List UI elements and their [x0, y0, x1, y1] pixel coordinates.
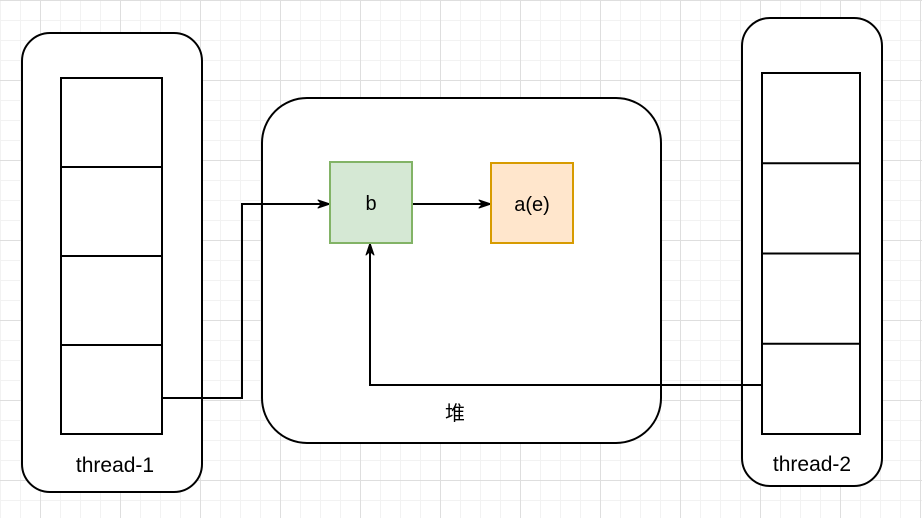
node-b-label: b: [365, 193, 376, 215]
thread-2-stack: [761, 72, 861, 435]
thread-2-label: thread-2: [773, 453, 851, 476]
heap-rounded-box: [261, 97, 662, 444]
thread-1-label: thread-1: [76, 454, 154, 477]
heap-label: 堆: [445, 402, 465, 425]
edge-thread1-to-b: [162, 199, 331, 399]
node-ae: a(e): [490, 162, 574, 244]
edge-thread2-to-b: [365, 242, 762, 386]
node-b-box: [329, 161, 413, 244]
node-ae-label: a(e): [514, 194, 550, 216]
edges: [162, 199, 762, 399]
thread-2-container: thread-2: [741, 17, 883, 487]
thread-1-stack: [60, 77, 163, 435]
thread-1-container: thread-1: [21, 32, 203, 493]
node-b: b: [329, 161, 413, 244]
heap-container: 堆: [261, 97, 662, 444]
node-ae-box: [490, 162, 574, 244]
